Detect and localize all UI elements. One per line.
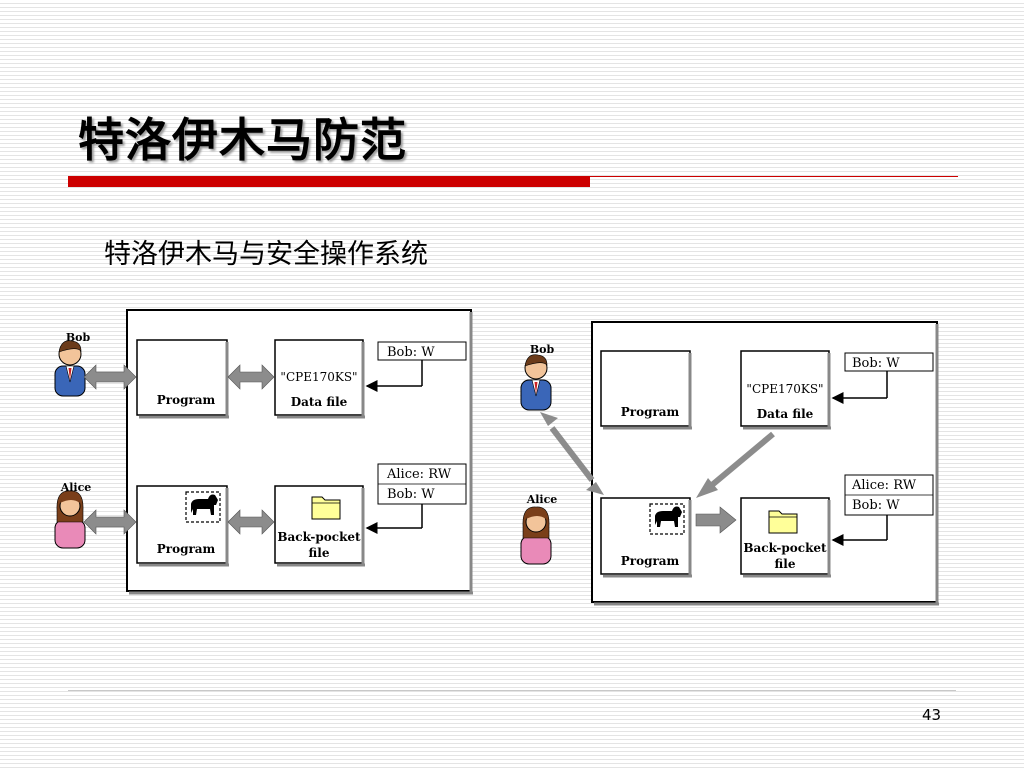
right-program-top-box (600, 350, 691, 427)
right-folder-icon (768, 510, 798, 534)
left-alice-avatar (54, 490, 86, 549)
right-acl-top-entry: Bob: W (852, 356, 900, 371)
title-underline-rule (590, 176, 958, 177)
right-program-top-label: Program (621, 405, 680, 419)
right-datafile-to-trojan-arrow-head (696, 478, 718, 498)
left-data-file-label: Data file (291, 395, 348, 409)
trojan-horse-diagram: Bob Alice Program "CPE170KS" Data file B… (54, 309, 939, 606)
slide-subtitle: 特洛伊木马与安全操作系统 (104, 239, 428, 270)
left-bob-avatar (54, 340, 86, 397)
left-program-to-backpocket-arrow (227, 509, 275, 535)
left-program-top-box (136, 339, 228, 416)
right-bob-to-trojan-arrow-head-a (540, 412, 558, 426)
right-acl-bottom-entry-1: Alice: RW (851, 478, 917, 493)
right-bob-to-trojan-arrow-shaft (549, 426, 595, 482)
left-acl-top-entry: Bob: W (387, 345, 435, 360)
right-acl-top-box (844, 352, 934, 372)
right-trojan-to-backpocket-arrow (695, 506, 737, 534)
right-datafile-to-trojan-arrow-shaft (710, 431, 775, 488)
right-program-bottom-label: Program (621, 554, 680, 568)
left-acl-bottom-entry-2: Bob: W (387, 487, 435, 502)
right-bob-avatar (520, 354, 552, 411)
right-bob-to-trojan-arrow-head-b (586, 482, 604, 495)
title-underline-bar (68, 176, 590, 187)
right-data-file-name: "CPE170KS" (746, 382, 823, 396)
left-data-file-name: "CPE170KS" (280, 370, 357, 384)
left-back-pocket-label-1: Back-pocket (277, 530, 361, 544)
left-diagram: Bob Alice Program "CPE170KS" Data file B… (54, 309, 473, 595)
left-program-top-label: Program (157, 393, 216, 407)
left-program-bottom-label: Program (157, 542, 216, 556)
left-program-to-datafile-arrow (227, 364, 275, 390)
right-alice-label: Alice (526, 493, 558, 506)
footer-rule (68, 690, 956, 691)
right-back-pocket-label-2: file (775, 557, 796, 571)
left-data-file-box (274, 339, 364, 416)
right-data-file-label: Data file (757, 407, 814, 421)
right-diagram: Bob Alice Program "CPE170KS" Data file B… (520, 321, 939, 606)
right-back-pocket-box (740, 497, 830, 575)
right-back-pocket-label-1: Back-pocket (743, 541, 827, 555)
right-alice-avatar (520, 506, 552, 565)
slide-title: 特洛伊木马防范 (78, 113, 407, 167)
left-folder-icon (311, 496, 341, 520)
page-number: 43 (922, 706, 942, 724)
left-acl-bottom-entry-1: Alice: RW (386, 467, 452, 482)
left-back-pocket-label-2: file (309, 546, 330, 560)
right-bob-label: Bob (530, 343, 555, 356)
left-alice-to-program-arrow (83, 509, 137, 535)
right-data-file-box (740, 350, 830, 427)
right-acl-bottom-entry-2: Bob: W (852, 498, 900, 513)
left-bob-to-program-arrow (83, 364, 137, 390)
